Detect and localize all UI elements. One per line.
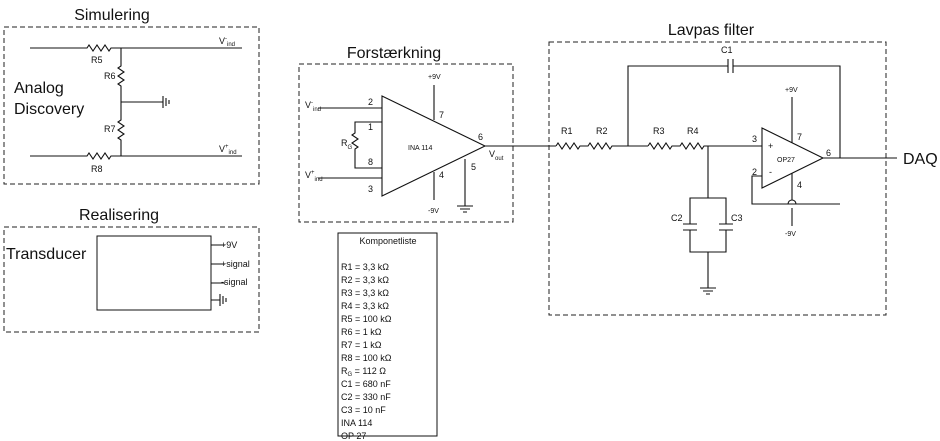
- ina-pin-1: 1: [368, 122, 373, 132]
- op27-plus: +: [768, 141, 773, 151]
- c1-feedback-wire: [627, 65, 841, 158]
- r8-rail: [30, 152, 242, 160]
- source-label-line1: Analog: [14, 80, 64, 97]
- ina114-symbol: [381, 95, 487, 197]
- source-label-line2: Discovery: [14, 101, 84, 118]
- r1-r2-resistors: [555, 142, 648, 150]
- transducer-pin-plus-signal: +signal: [221, 259, 250, 269]
- rg-label: RG: [341, 138, 353, 151]
- component-list-item: C2 = 330 nF: [341, 392, 391, 402]
- component-list: Komponetliste R1 = 3,3 kΩ R2 = 3,3 kΩ R3 =…: [337, 232, 438, 441]
- c3-label: C3: [731, 213, 743, 223]
- r2-label: R2: [596, 126, 608, 136]
- r3-label: R3: [653, 126, 665, 136]
- daq-label: DAQ: [903, 151, 938, 168]
- transducer-pin-minus-signal: -signal: [221, 277, 248, 287]
- transducer-label: Transducer: [6, 246, 87, 263]
- op27-minus: -: [769, 167, 772, 177]
- component-list-box: [337, 232, 438, 437]
- r5-rail: [30, 44, 242, 52]
- ina-vneg-label: -9V: [428, 208, 439, 215]
- op27-pin-3: 3: [752, 134, 757, 144]
- r8-label: R8: [91, 164, 103, 174]
- component-list-item: R6 = 1 kΩ: [341, 327, 382, 337]
- op27-label: OP27: [777, 157, 795, 164]
- component-list-item: R1 = 3,3 kΩ: [341, 262, 389, 272]
- ina-pin-7: 7: [439, 110, 444, 120]
- component-list-item: R2 = 3,3 kΩ: [341, 275, 389, 285]
- r5-label: R5: [91, 55, 103, 65]
- forstaerkning-box: [298, 63, 514, 223]
- c1-label: C1: [721, 45, 733, 55]
- component-list-item: R3 = 3,3 kΩ: [341, 288, 389, 298]
- simulering-section: Simulering Analog Discovery R5 R8 R6 R7 …: [3, 7, 260, 185]
- component-list-item: INA 114: [341, 418, 372, 428]
- filter-ground-icon: [700, 287, 716, 295]
- realisering-box: [3, 226, 260, 333]
- wire-crossover-icon: [787, 199, 797, 205]
- ina-vplus-label: V+ind: [305, 170, 323, 183]
- transducer-pin-9v: +9V: [221, 240, 237, 250]
- ina-vminus-label: V-ind: [305, 100, 321, 113]
- vout-label: Vout: [489, 149, 504, 162]
- component-list-items: R1 = 3,3 kΩ R2 = 3,3 kΩ R3 = 3,3 kΩ R4 = 3,…: [341, 262, 392, 441]
- r3-r4-resistors: [647, 142, 762, 150]
- c1-capacitor: [727, 59, 734, 73]
- op27-vpos-label: +9V: [785, 87, 798, 94]
- ina114-label: INA 114: [408, 145, 432, 152]
- component-list-item: OP 27: [341, 431, 366, 441]
- simulering-box: [3, 26, 260, 185]
- c2-c3-wiring: [689, 146, 727, 288]
- ina-ref-ground-icon: [457, 159, 473, 213]
- rg-resistor: [351, 121, 382, 169]
- r4-label: R4: [687, 126, 699, 136]
- ina-vpos-label: +9V: [428, 74, 441, 81]
- sim-vminus-label: V-ind: [219, 36, 235, 48]
- r7-label: R7: [104, 124, 116, 134]
- r6-r7-divider: [117, 48, 125, 156]
- lavpas-title: Lavpas filter: [668, 22, 755, 39]
- realisering-section: Realisering Transducer +9V +signal -sign…: [3, 207, 260, 333]
- op27-pin-4: 4: [797, 180, 802, 190]
- op27-pin-2: 2: [752, 167, 757, 177]
- component-list-item: R5 = 100 kΩ: [341, 314, 392, 324]
- op27-pin-6: 6: [826, 148, 831, 158]
- forstaerkning-title: Forstærkning: [347, 45, 441, 62]
- ina-pin-5: 5: [471, 162, 476, 172]
- component-list-item: C1 = 680 nF: [341, 379, 391, 389]
- r6-label: R6: [104, 71, 116, 81]
- c2-c3-capacitors: [683, 223, 733, 231]
- forstaerkning-section: Forstærkning INA 114 2 3 V-ind V+ind 1 8…: [298, 45, 556, 223]
- sim-vplus-label: V+ind: [219, 144, 237, 156]
- component-list-item: RG = 112 Ω: [341, 366, 386, 378]
- simulering-title: Simulering: [74, 7, 150, 24]
- transducer-leads: [211, 244, 225, 301]
- lavpas-box: [548, 41, 887, 316]
- c2-label: C2: [671, 213, 683, 223]
- realisering-title: Realisering: [79, 207, 159, 224]
- component-list-item: R4 = 3,3 kΩ: [341, 301, 389, 311]
- component-list-title: Komponetliste: [359, 236, 416, 246]
- lavpas-section: Lavpas filter R1 R2 R3 R4 C1 C2 C3 OP27 …: [548, 22, 938, 316]
- op27-pin-7: 7: [797, 132, 802, 142]
- divider-ground-icon: [121, 96, 170, 108]
- ina-pin-3: 3: [368, 184, 373, 194]
- r1-label: R1: [561, 126, 573, 136]
- ina-pin-4: 4: [439, 170, 444, 180]
- component-list-item: R8 = 100 kΩ: [341, 353, 392, 363]
- transducer-body: [96, 235, 212, 311]
- transducer-ground-icon: [219, 294, 227, 306]
- component-list-item: C3 = 10 nF: [341, 405, 386, 415]
- op27-vneg-label: -9V: [785, 231, 796, 238]
- ina-pin-2: 2: [368, 97, 373, 107]
- component-list-item: R7 = 1 kΩ: [341, 340, 382, 350]
- ina-pin-6: 6: [478, 132, 483, 142]
- ina-pin-8: 8: [368, 157, 373, 167]
